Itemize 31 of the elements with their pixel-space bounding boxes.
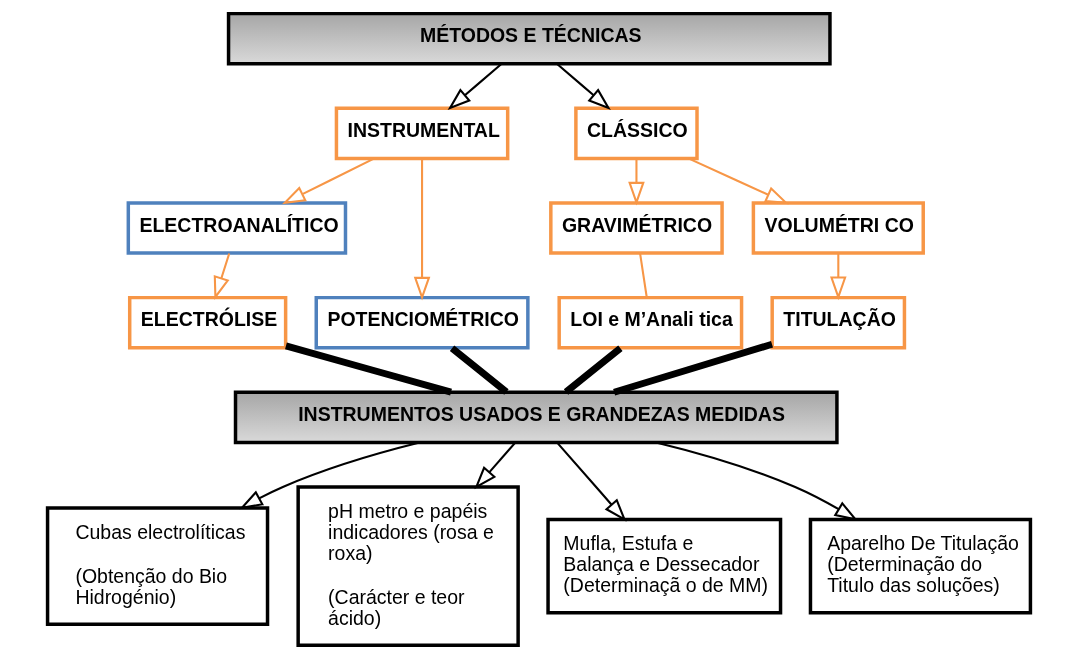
node-box: INSTRUMENTAL <box>334 106 509 161</box>
arrow <box>213 253 230 300</box>
connector <box>449 345 509 395</box>
arrow <box>413 158 430 301</box>
node-box: Mufla, Estufa e Balança e Dessecador (Determinaçã o de MM) <box>545 517 782 615</box>
connector <box>563 345 623 395</box>
arrow <box>281 157 374 205</box>
arrow <box>238 441 420 510</box>
arrow <box>556 442 627 522</box>
node-box: POTENCIOMÉTRICO <box>314 295 530 350</box>
node-box: GRAVIMÉTRICO <box>548 201 724 255</box>
node-box: Aparelho De Titulação (Determinação do Titulo das soluções) <box>808 517 1032 615</box>
arrow <box>655 441 858 521</box>
connector <box>284 342 452 396</box>
node-box: CLÁSSICO <box>573 106 699 161</box>
node-box: INSTRUMENTOS USADOS E GRANDEZAS MEDIDAS <box>233 390 839 445</box>
node-box: ELECTRÓLISE <box>127 295 287 350</box>
connector <box>638 253 648 298</box>
node-box: ELECTROANALÍTICO <box>126 201 347 255</box>
node-box: MÉTODOS E TÉCNICAS <box>226 11 832 66</box>
node-box: TITULAÇÃO <box>769 295 906 350</box>
node-box: VOLUMÉTRI CO <box>751 201 925 255</box>
node-box: Cubas electrolíticas (Obtenção do Bio Hidrogénio) <box>45 506 269 627</box>
arrow <box>688 157 789 205</box>
arrow <box>473 442 516 490</box>
arrow <box>447 63 502 111</box>
arrow <box>627 158 645 206</box>
arrow <box>829 253 847 301</box>
arrow <box>556 63 611 111</box>
node-box: pH metro e papéis indicadores (rosa e roxa) (Carácter e teor ácido) <box>295 485 520 647</box>
node-box: LOI e M’Anali tica <box>556 295 743 350</box>
